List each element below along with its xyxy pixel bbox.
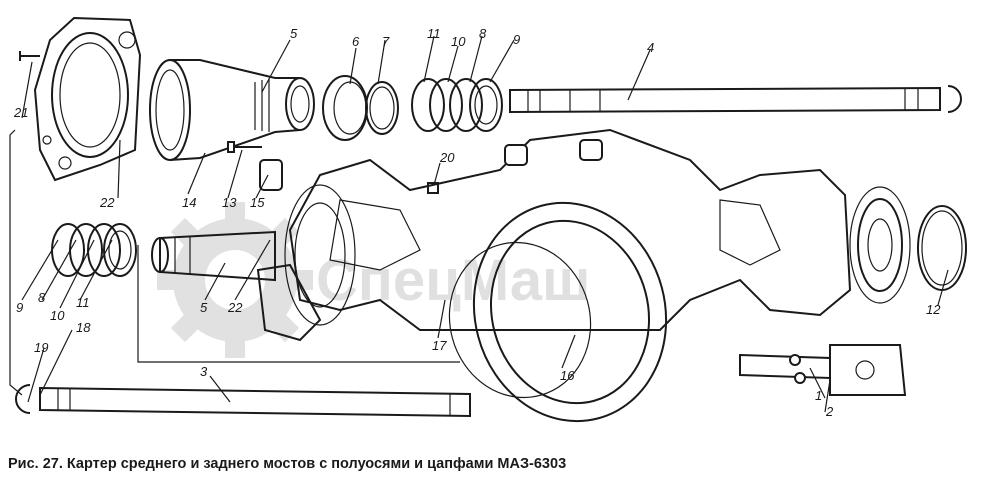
callout-8-upper: 8 (479, 26, 487, 41)
callout-13: 13 (222, 195, 237, 210)
callout-2: 2 (825, 404, 834, 419)
callout-21: 21 (13, 105, 28, 120)
callout-4: 4 (647, 40, 654, 55)
callout-7: 7 (382, 34, 390, 49)
cover-plate-22-upper (33, 16, 142, 182)
callout-10-lower: 10 (50, 308, 65, 323)
snap-ring-12 (917, 205, 967, 291)
callout-22-upper: 22 (99, 195, 115, 210)
bushing-15 (259, 159, 283, 191)
callout-8-lower: 8 (38, 290, 46, 305)
leader-lines (9, 35, 949, 413)
callout-22-lower: 22 (227, 300, 243, 315)
flange-shaft-5-upper (149, 59, 315, 161)
ring-7 (365, 81, 399, 135)
axle-shaft-4 (509, 85, 962, 114)
bearing-6 (322, 75, 368, 141)
callout-19: 19 (34, 340, 48, 355)
callout-6: 6 (352, 34, 360, 49)
callout-18: 18 (76, 320, 91, 335)
callout-15: 15 (250, 195, 265, 210)
callout-17: 17 (432, 338, 447, 353)
callout-14: 14 (182, 195, 196, 210)
cap-assembly-1-2 (739, 344, 907, 396)
axle-shaft-3 (15, 384, 471, 418)
callout-10-upper: 10 (451, 34, 466, 49)
callout-3: 3 (200, 364, 208, 379)
cover-plate-22-lower (256, 263, 322, 342)
bearing-set-upper (411, 78, 503, 132)
flange-shaft-5-lower (151, 230, 276, 282)
fitting-20 (427, 182, 439, 194)
gasket-17 (448, 241, 592, 399)
callout-11-lower: 11 (76, 295, 90, 310)
exploded-view-drawing: СпецМаш (9, 16, 967, 423)
bolt-13 (227, 141, 262, 153)
callout-9-upper: 9 (513, 32, 520, 47)
axle-housing (284, 128, 911, 331)
callout-5-lower: 5 (200, 300, 208, 315)
callout-11-upper: 11 (427, 26, 441, 41)
callout-12: 12 (926, 302, 941, 317)
callout-1: 1 (815, 388, 822, 403)
figure-caption: Рис. 27. Картер среднего и заднего мосто… (8, 456, 567, 472)
flange-ring-16 (472, 201, 668, 423)
callout-16: 16 (560, 368, 575, 383)
callout-20: 20 (439, 150, 455, 165)
callout-5-upper: 5 (290, 26, 298, 41)
callout-9-lower: 9 (16, 300, 23, 315)
watermark-logo (157, 202, 313, 358)
bearing-set-lower (51, 223, 137, 277)
watermark-text: СпецМаш (316, 248, 590, 313)
pin-21 (19, 51, 40, 61)
callout-labels: 21 22 5 6 7 11 10 8 9 4 14 13 15 20 12 9… (13, 26, 941, 419)
